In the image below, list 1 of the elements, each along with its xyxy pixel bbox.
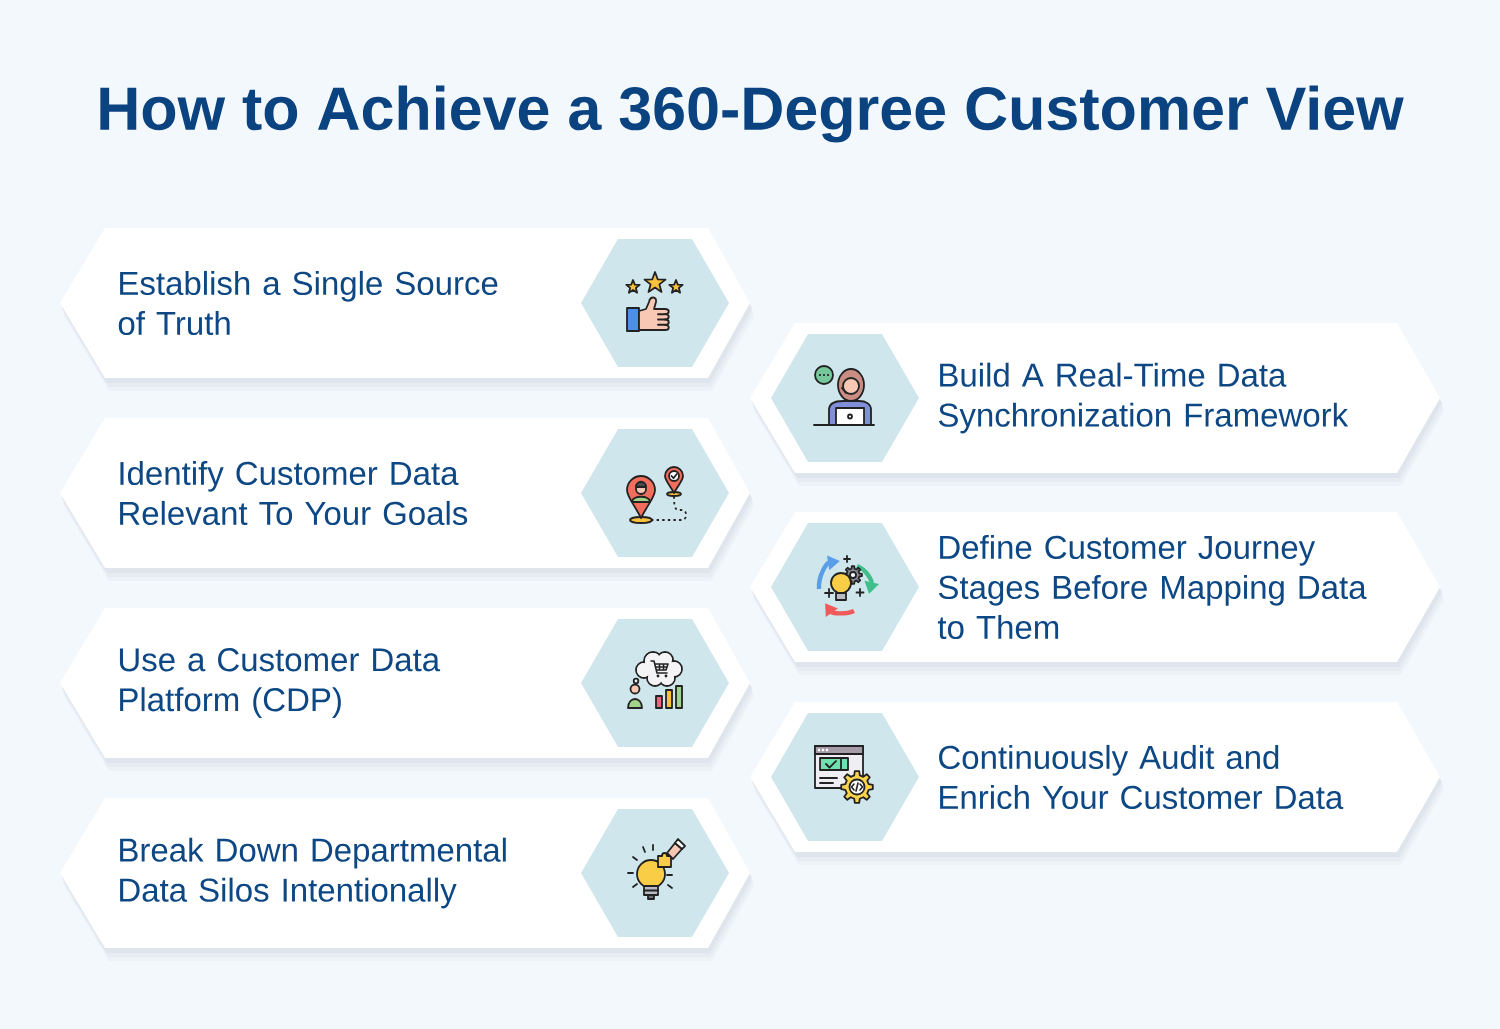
title: How to Achieve a 360-Degree Customer View: [100, 85, 1404, 143]
